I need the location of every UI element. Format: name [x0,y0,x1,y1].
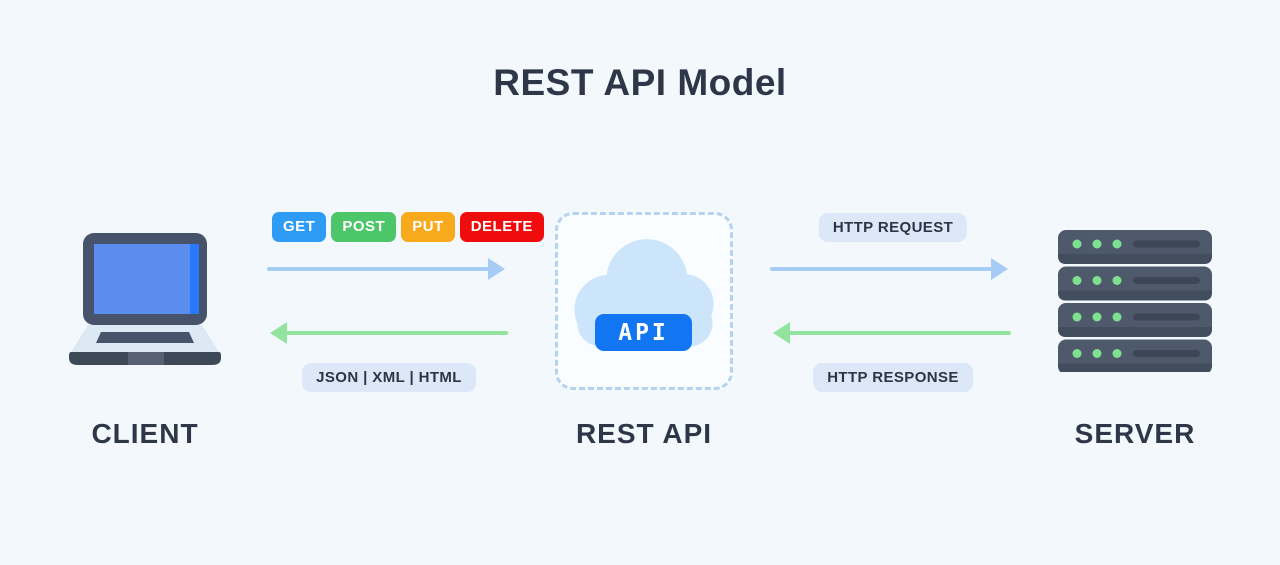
response-formats-pill: JSON | XML | HTML [302,363,476,392]
response-arrow-api-to-client [286,331,508,335]
cloud-icon [574,239,714,347]
api-chip: API [595,314,692,351]
client-label: CLIENT [91,418,199,449]
method-badge-get: GET [272,212,327,242]
server-label: SERVER [1074,418,1196,449]
request-arrow-api-to-server [770,267,992,271]
method-badge-put: PUT [401,212,455,242]
http-request-pill: HTTP REQUEST [818,213,968,242]
http-methods-row: GET POST PUT DELETE [272,212,544,242]
laptop-icon [68,228,222,368]
method-badge-post: POST [331,212,397,242]
server-icon [1058,230,1212,374]
http-response-pill: HTTP RESPONSE [813,363,973,392]
page-title: REST API Model [493,62,787,103]
method-badge-delete: DELETE [459,212,544,242]
request-arrow-client-to-api [267,267,489,271]
rest-api-box: API [555,212,733,390]
response-arrow-server-to-api [789,331,1011,335]
rest-api-label: REST API [575,418,713,449]
